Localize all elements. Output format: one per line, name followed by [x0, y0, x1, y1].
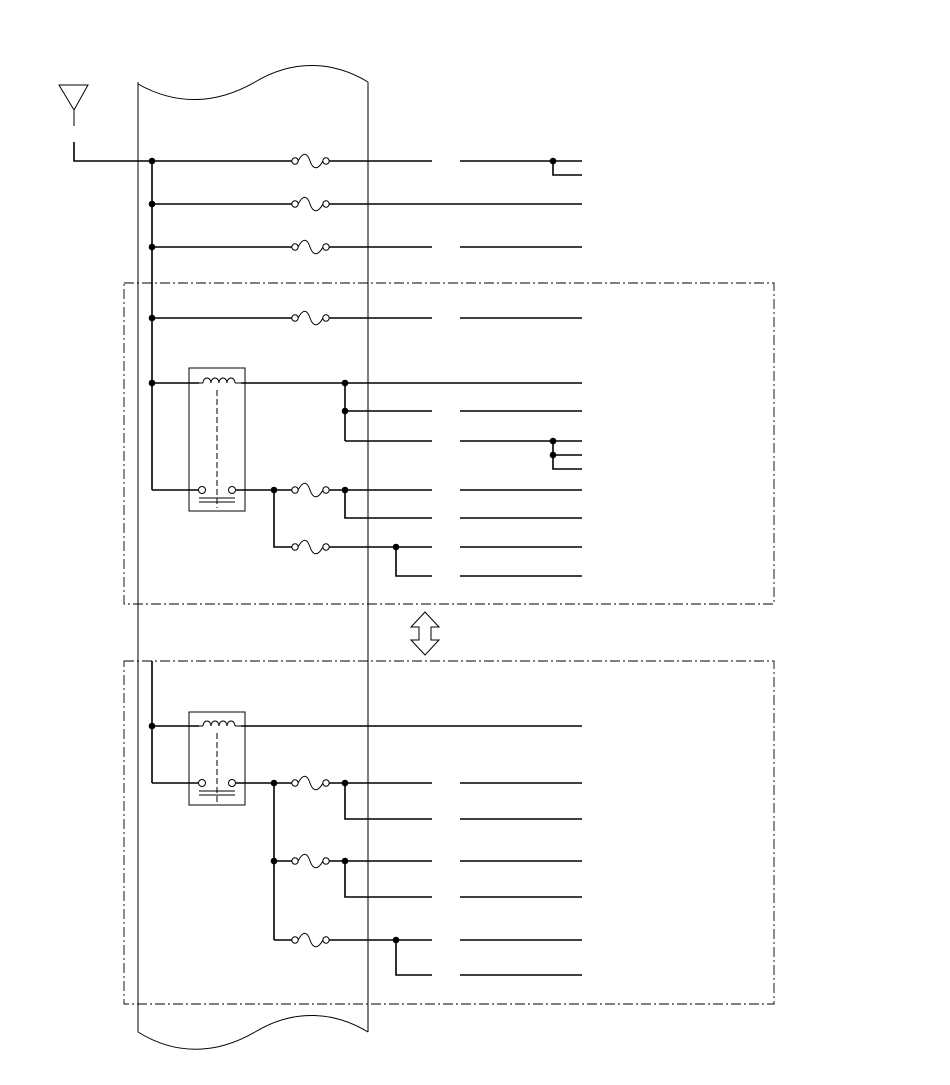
fuse-icon	[291, 482, 330, 498]
antenna-icon	[58, 84, 89, 126]
fuse-icon	[291, 853, 330, 869]
branch-1	[148, 157, 582, 176]
relay-icon	[188, 711, 246, 806]
fuse-icon	[291, 310, 330, 326]
branch-4	[148, 314, 582, 322]
fuse-icon	[291, 775, 330, 791]
fuse-icon	[291, 153, 330, 169]
branch-2	[148, 200, 582, 208]
module-housing	[137, 65, 369, 1050]
group-box-2	[123, 660, 775, 1005]
group-box-1	[123, 282, 775, 605]
fuse-icon	[291, 932, 330, 948]
fuses	[291, 153, 330, 948]
fuse-icon	[291, 539, 330, 555]
fuse-icon	[291, 239, 330, 255]
fuse-icon	[291, 196, 330, 212]
relay-icon	[188, 367, 246, 512]
double-arrow-icon	[409, 611, 441, 656]
branch-3	[148, 243, 582, 251]
